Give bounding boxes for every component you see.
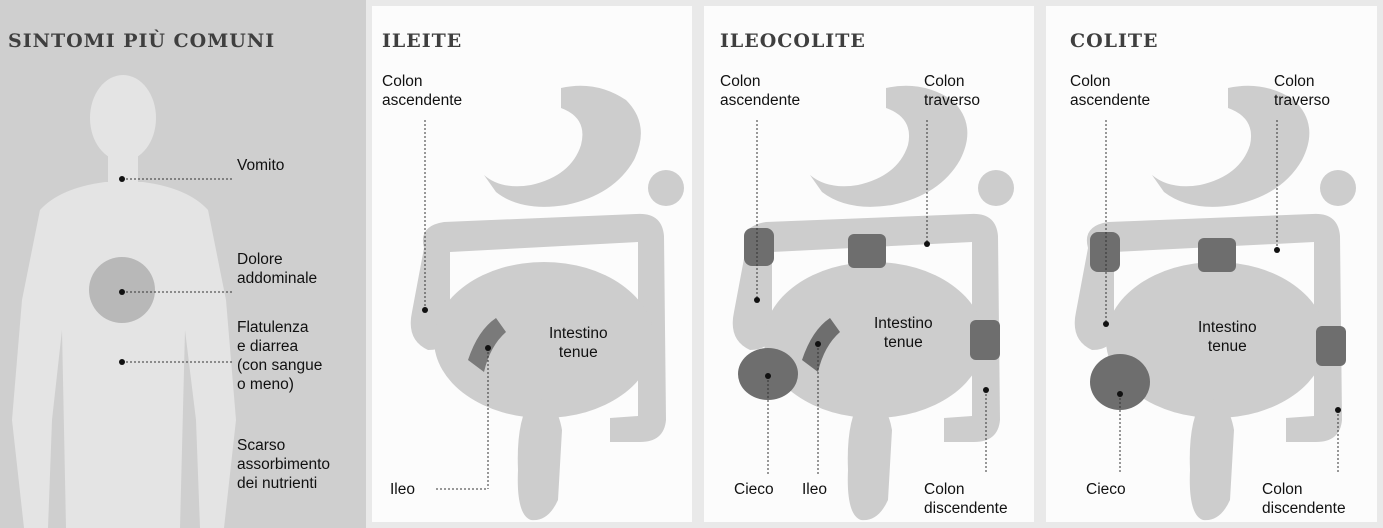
colite-colon-discendente-label: Colon discendente [1262, 480, 1346, 518]
ileite-title: ILEITE [382, 30, 462, 52]
symptoms-title: SINTOMI PIÙ COMUNI [8, 30, 275, 52]
colite-colon-ascendente-label: Colon ascendente [1070, 72, 1150, 110]
ileite-ileo-label: Ileo [390, 480, 415, 499]
symptom-dolore: Dolore addominale [237, 250, 317, 288]
ileocolite-cieco-label: Cieco [734, 480, 774, 499]
ileite-panel: ILEITE Colon ascendente Intestino tenue … [366, 0, 698, 528]
ileocolite-title: ILEOCOLITE [720, 30, 866, 52]
colite-colon-traverso-label: Colon traverso [1274, 72, 1330, 110]
ileocolite-panel: ILEOCOLITE Colon ascendente Colon traver… [698, 0, 1040, 528]
ileocolite-colon-discendente-label: Colon discendente [924, 480, 1008, 518]
ileite-colon-ascendente-label: Colon ascendente [382, 72, 462, 110]
colite-title: COLITE [1070, 30, 1159, 52]
symptom-flatulenza: Flatulenza e diarrea (con sangue o meno) [237, 318, 322, 394]
symptom-assorbimento: Scarso assorbimento dei nutrienti [237, 436, 330, 493]
ileocolite-colon-traverso-label: Colon traverso [924, 72, 980, 110]
ileocolite-ileo-label: Ileo [802, 480, 827, 499]
ileocolite-colon-ascendente-label: Colon ascendente [720, 72, 800, 110]
colite-cieco-label: Cieco [1086, 480, 1126, 499]
ileocolite-intestino-label: Intestino tenue [874, 314, 933, 352]
symptoms-panel: SINTOMI PIÙ COMUNI Vomito Dolore addomin… [0, 0, 366, 528]
colite-panel: COLITE Colon ascendente Colon traverso I… [1040, 0, 1383, 528]
ileite-intestino-label: Intestino tenue [549, 324, 608, 362]
colite-intestino-label: Intestino tenue [1198, 318, 1257, 356]
symptom-vomito: Vomito [237, 156, 284, 175]
